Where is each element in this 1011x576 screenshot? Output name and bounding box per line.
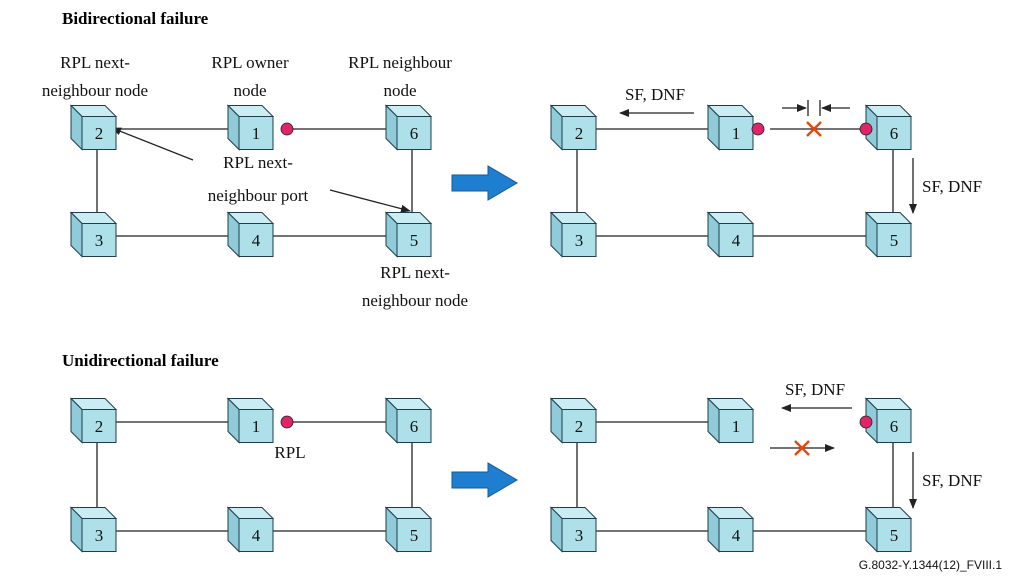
- node-label: 6: [890, 124, 899, 143]
- node-label: 3: [575, 526, 584, 545]
- node-label: 3: [95, 526, 104, 545]
- heading-bidirectional: Bidirectional failure: [62, 9, 209, 28]
- node-6: 6: [864, 104, 913, 151]
- node-6: 6: [384, 397, 433, 444]
- label-next-neighbour-node-br-2: neighbour node: [362, 291, 468, 310]
- label-next-neighbour-port-2: neighbour port: [208, 186, 309, 205]
- label-next-neighbour-node-tl-2: neighbour node: [42, 81, 148, 100]
- label-next-neighbour-node-tl-1: RPL next-: [60, 53, 130, 72]
- node-3: 3: [549, 506, 598, 553]
- node-6: 6: [864, 397, 913, 444]
- node-2: 2: [69, 397, 118, 444]
- node-4: 4: [706, 211, 755, 258]
- node-2: 2: [549, 104, 598, 151]
- node-1: 1: [706, 397, 755, 444]
- node-5: 5: [384, 211, 433, 258]
- figure-code: G.8032-Y.1344(12)_FVIII.1: [859, 558, 1003, 572]
- node-label: 4: [252, 231, 261, 250]
- label-rpl: RPL: [274, 443, 305, 462]
- node-1: 1: [226, 104, 275, 151]
- node-label: 5: [890, 231, 899, 250]
- node-label: 2: [575, 124, 584, 143]
- rpl-port-marker: [280, 122, 294, 136]
- node-4: 4: [706, 506, 755, 553]
- node-5: 5: [384, 506, 433, 553]
- label-sf-dnf: SF, DNF: [922, 471, 982, 490]
- label-next-neighbour-node-br-1: RPL next-: [380, 263, 450, 282]
- node-label: 4: [732, 526, 741, 545]
- node-label: 6: [410, 417, 419, 436]
- rpl-port-marker: [280, 415, 294, 429]
- node-label: 4: [252, 526, 261, 545]
- failure-cross: [794, 440, 810, 456]
- node-label: 4: [732, 231, 741, 250]
- node-3: 3: [69, 211, 118, 258]
- node-2: 2: [549, 397, 598, 444]
- transition-arrow: [451, 165, 518, 201]
- node-label: 2: [95, 124, 104, 143]
- node-label: 6: [410, 124, 419, 143]
- port-pointer-arrow: [329, 189, 411, 213]
- failure-cross: [806, 121, 822, 137]
- label-neighbour-node-1: RPL neighbour: [348, 53, 452, 72]
- port-pointer-arrow: [111, 127, 194, 161]
- node-label: 3: [575, 231, 584, 250]
- label-sf-dnf: SF, DNF: [922, 177, 982, 196]
- label-owner-node-1: RPL owner: [211, 53, 289, 72]
- label-next-neighbour-port-1: RPL next-: [223, 153, 293, 172]
- node-label: 1: [252, 417, 261, 436]
- node-label: 5: [890, 526, 899, 545]
- transition-arrow: [451, 462, 518, 498]
- node-5: 5: [864, 506, 913, 553]
- node-4: 4: [226, 211, 275, 258]
- node-label: 2: [575, 417, 584, 436]
- node-6: 6: [384, 104, 433, 151]
- node-label: 1: [732, 417, 741, 436]
- node-label: 5: [410, 526, 419, 545]
- rpl-port-marker: [859, 415, 873, 429]
- label-owner-node-2: node: [233, 81, 266, 100]
- node-5: 5: [864, 211, 913, 258]
- node-1: 1: [706, 104, 755, 151]
- node-label: 1: [252, 124, 261, 143]
- node-3: 3: [549, 211, 598, 258]
- node-4: 4: [226, 506, 275, 553]
- node-label: 1: [732, 124, 741, 143]
- node-label: 3: [95, 231, 104, 250]
- node-label: 5: [410, 231, 419, 250]
- label-sf-dnf: SF, DNF: [785, 380, 845, 399]
- node-1: 1: [226, 397, 275, 444]
- node-2: 2: [69, 104, 118, 151]
- heading-unidirectional: Unidirectional failure: [62, 351, 219, 370]
- label-sf-dnf: SF, DNF: [625, 85, 685, 104]
- rpl-port-marker: [751, 122, 765, 136]
- node-label: 6: [890, 417, 899, 436]
- node-3: 3: [69, 506, 118, 553]
- node-label: 2: [95, 417, 104, 436]
- rpl-port-marker: [859, 122, 873, 136]
- label-neighbour-node-2: node: [383, 81, 416, 100]
